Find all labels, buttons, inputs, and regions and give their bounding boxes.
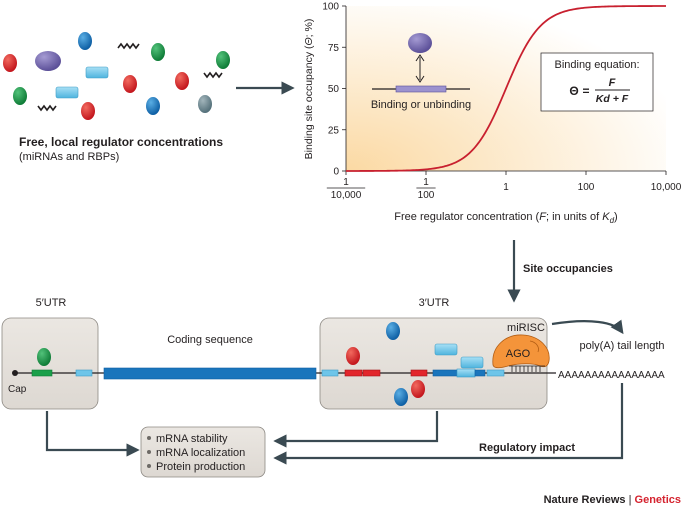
- bound-regulator-green: [37, 348, 51, 366]
- arrow-3utr-impact: [273, 411, 439, 448]
- site-cyan: [321, 369, 339, 377]
- regulator-green: [13, 87, 27, 105]
- journal-credit: Nature Reviews | Genetics: [544, 494, 681, 506]
- y-axis-label: Binding site occupancy (Θ; %): [303, 19, 315, 160]
- y-tick-label: 75: [328, 43, 340, 54]
- bound-regulator-blue: [394, 388, 408, 406]
- regulator-blue: [78, 32, 92, 50]
- occupancy-chart: 0 25 50 75 100 1 10,000 1 100 1 100 10,000 Binding…: [303, 2, 682, 226]
- occupancy-curve: [346, 5, 666, 172]
- coding-sequence-bar: [103, 367, 317, 380]
- site-cyan: [486, 369, 505, 377]
- x-tick-denominator: 100: [418, 190, 435, 201]
- polya-tail: AAAAAAAAAAAAAAAA: [558, 370, 665, 381]
- equation-denominator: Kd + F: [596, 93, 629, 105]
- rbp-cyan: [55, 86, 79, 99]
- equation-title: Binding equation:: [554, 59, 639, 71]
- site-cyan: [75, 369, 93, 377]
- x-tick-label: 10,000: [651, 182, 682, 193]
- site-red: [362, 369, 381, 377]
- arrow-down-icon: [415, 75, 425, 83]
- arrow-5utr-impact: [45, 411, 140, 457]
- bound-regulator-red: [411, 380, 425, 398]
- x-tick-label: 1: [503, 182, 509, 193]
- arrow-up-icon: [415, 54, 425, 62]
- x-ticks: 1 10,000 1 100 1 100 10,000: [326, 171, 682, 201]
- site-red: [410, 369, 428, 377]
- mirna-strand-icon: [203, 71, 223, 79]
- utr5-box: [1, 317, 99, 410]
- site-blue: [432, 369, 458, 377]
- regulator-red: [175, 72, 189, 90]
- ago-label: AGO: [506, 348, 531, 360]
- polya-label: poly(A) tail length: [580, 340, 665, 352]
- regulatory-impact-label: Regulatory impact: [479, 442, 575, 454]
- inset-regulator-purple: [408, 33, 432, 53]
- regulator-purple: [35, 51, 61, 71]
- free-pool-subtitle: (miRNAs and RBPs): [19, 151, 119, 163]
- outcomes-box: [140, 426, 266, 478]
- x-axis-label: Free regulator concentration (F; in unit…: [394, 211, 617, 225]
- regulator-green: [151, 43, 165, 61]
- inset-binding-site: [395, 85, 447, 93]
- mirna-strand-icon: [37, 104, 57, 112]
- bullet-icon: [147, 436, 151, 440]
- site-green: [31, 369, 53, 377]
- x-tick-numerator: 1: [423, 177, 429, 188]
- regulator-red: [3, 54, 17, 72]
- free-pool-title: Free, local regulator concentrations: [19, 135, 223, 149]
- rbp-cyan: [434, 343, 458, 356]
- y-tick-label: 100: [322, 2, 339, 13]
- coding-label: Coding sequence: [167, 334, 253, 346]
- x-tick-numerator: 1: [343, 177, 349, 188]
- regulator-grey: [198, 95, 212, 113]
- outcome-list: mRNA stability mRNA localization Protein…: [147, 433, 245, 473]
- inset-label: Binding or unbinding: [371, 99, 471, 111]
- cap-label: Cap: [8, 384, 27, 395]
- x-tick-denominator: 10,000: [331, 190, 362, 201]
- mirisc-label: miRISC: [507, 322, 545, 334]
- bound-regulator-blue: [386, 322, 400, 340]
- equation-box: [540, 52, 654, 112]
- regulator-blue: [146, 97, 160, 115]
- site-cyan: [456, 368, 476, 378]
- regulator-red: [123, 75, 137, 93]
- site-red: [344, 369, 363, 377]
- bound-regulator-red: [346, 347, 360, 365]
- utr5-label: 5′UTR: [36, 297, 67, 309]
- x-tick-label: 100: [578, 182, 595, 193]
- outcome-item: mRNA localization: [156, 447, 245, 459]
- bullet-icon: [147, 464, 151, 468]
- utr3-label: 3′UTR: [419, 297, 450, 309]
- equation-theta: Θ: [569, 84, 578, 98]
- rbp-cyan: [460, 356, 484, 369]
- ago-pocket: [529, 340, 539, 353]
- y-tick-label: 0: [333, 167, 339, 178]
- y-tick-label: 25: [328, 125, 340, 136]
- bullet-icon: [147, 450, 151, 454]
- arrow-polya-impact: [273, 383, 624, 465]
- outcome-item: Protein production: [156, 461, 245, 473]
- cap-icon: [12, 370, 18, 376]
- mirna-guide-icon: [509, 365, 545, 372]
- outcome-item: mRNA stability: [156, 433, 228, 445]
- site-blue: [474, 369, 486, 377]
- mirna-strand-icon: [117, 42, 140, 50]
- arrow-to-polya: [551, 319, 624, 335]
- free-regulator-pool: [3, 32, 230, 120]
- equation-numerator: F: [609, 77, 616, 89]
- site-occupancies-label: Site occupancies: [523, 263, 613, 275]
- y-tick-label: 50: [328, 84, 340, 95]
- y-ticks: 0 25 50 75 100: [322, 2, 346, 178]
- rbp-cyan: [85, 66, 109, 79]
- regulator-green: [216, 51, 230, 69]
- equation-equals: =: [582, 84, 589, 98]
- regulator-red: [81, 102, 95, 120]
